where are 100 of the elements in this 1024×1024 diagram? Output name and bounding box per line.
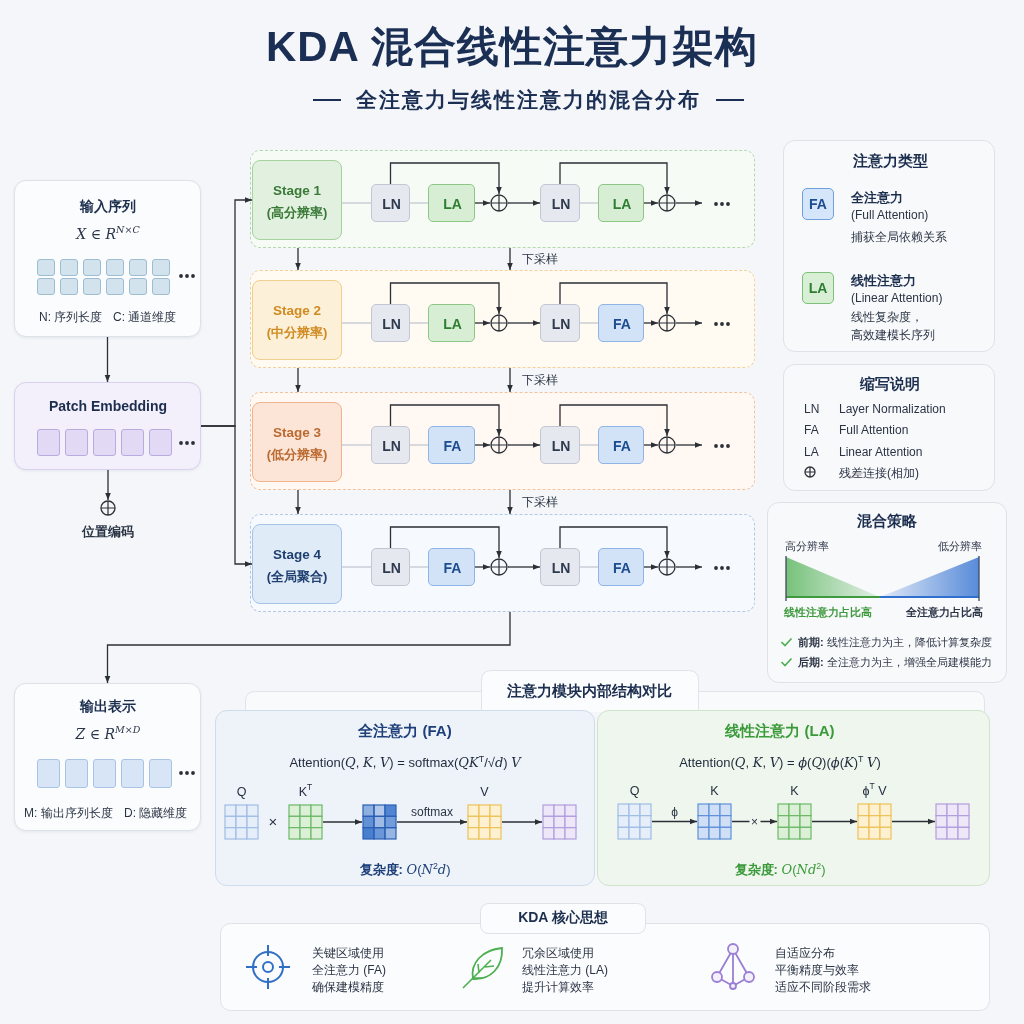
edge-label: 下采样: [520, 372, 560, 388]
stage-subtitle: (高分辨率): [266, 205, 328, 221]
arrow: [474, 200, 491, 206]
type-name: 全注意力: [851, 190, 903, 206]
input-card: [14, 180, 201, 337]
matrix-label: K: [710, 783, 719, 799]
stage-subtitle: (全局聚合): [266, 569, 328, 585]
arrow: [891, 818, 936, 825]
arrow: [507, 489, 513, 515]
matrix-grid: [542, 804, 577, 840]
arrow: [200, 425, 253, 567]
attention-block: [598, 184, 644, 222]
connector-line: [409, 322, 429, 324]
stage-title: Stage 4: [273, 546, 321, 564]
arrow: [507, 564, 541, 570]
connector-line: [579, 322, 599, 324]
block-label: FA: [613, 437, 631, 455]
arrow: [675, 320, 703, 326]
block-label: LN: [551, 437, 571, 455]
idea-text: 确保建模精度: [312, 979, 384, 995]
stage-row-panel: [250, 270, 755, 368]
attention-block: [428, 426, 475, 464]
arrow: [389, 162, 502, 195]
idea-text: 关键区域使用: [312, 945, 384, 961]
panel-title: 缩写说明: [860, 375, 920, 393]
block-label: FA: [443, 559, 462, 577]
plus-circle-icon: [658, 436, 676, 454]
plus-circle-icon: [490, 194, 508, 212]
edge-label: 下采样: [520, 251, 560, 267]
attention-block: [598, 548, 644, 586]
abbreviation: FA: [809, 195, 827, 213]
norm-block: [540, 426, 580, 464]
stage-title: Stage 2: [273, 302, 321, 320]
edge-label: softmax: [409, 804, 455, 819]
arrow: [811, 818, 858, 825]
strategy-panel: [767, 502, 1007, 683]
arrow: [559, 282, 670, 315]
complexity-note: 复杂度: O(N$^{2}$d): [359, 862, 451, 878]
ratio-label: 全注意力占比高: [906, 606, 983, 620]
matrix-label: Q: [236, 784, 247, 800]
page-subtitle: 全注意力与线性注意力的混合分布: [355, 87, 701, 113]
abbreviation-meaning: Linear Attention: [839, 444, 923, 460]
abbreviation: FA: [804, 422, 819, 438]
connector-line: [579, 444, 599, 446]
plus-circle-icon: [490, 436, 508, 454]
arrow: [507, 442, 541, 448]
formula: Attention(Q, K, V) = ϕ(Q)(ϕ(K)$^{T}$ V): [679, 755, 881, 771]
card-title: Patch Embedding: [48, 397, 168, 415]
edge-label: 下采样: [520, 494, 560, 510]
arrow: [643, 200, 659, 206]
attention-block: [428, 184, 475, 222]
arrow: [389, 282, 502, 315]
attention-panel: [597, 710, 990, 886]
plus-circle-icon: [658, 194, 676, 212]
norm-block: [371, 426, 410, 464]
axis-label: 低分辨率: [938, 540, 982, 554]
arrow: [731, 818, 778, 825]
legend-panel: [783, 140, 995, 352]
card-title: 输入序列: [80, 197, 136, 215]
matrix-grid: [935, 803, 970, 840]
type-name-en: (Linear Attention): [851, 290, 943, 306]
idea-text: 适应不同阶段需求: [775, 979, 871, 995]
arrow: [507, 247, 513, 271]
embedding-card: [14, 382, 201, 470]
type-badge: [802, 188, 834, 220]
arrow: [675, 442, 703, 448]
abbreviation: LN: [804, 401, 820, 417]
connector-line: [341, 444, 372, 446]
arrow: [396, 819, 468, 825]
section-title: 注意力模块内部结构对比: [506, 682, 672, 700]
panel-title: 线性注意力 (LA): [725, 722, 835, 740]
block-label: LN: [382, 195, 401, 213]
attention-block: [428, 304, 475, 342]
idea-text: 平衡精度与效率: [775, 962, 859, 978]
strategy-note: 后期: 全注意力为主，增强全局建模能力: [798, 656, 992, 670]
arrow: [389, 526, 502, 559]
arrow: [322, 819, 363, 825]
dimension-note: M: 输出序列长度: [24, 805, 113, 821]
block-label: LN: [551, 195, 571, 213]
connector-line: [409, 202, 429, 204]
stage-box: [252, 524, 342, 604]
type-name: 线性注意力: [851, 273, 916, 289]
stage-row-panel: [250, 150, 755, 248]
card-title: 输出表示: [80, 697, 136, 715]
matrix-label: ϕ$^{T}$ V: [862, 783, 887, 799]
block-label: FA: [613, 315, 631, 333]
arrow: [474, 564, 491, 570]
arrow: [295, 247, 301, 271]
arrow: [651, 818, 698, 825]
arrow: [643, 320, 659, 326]
attention-block: [598, 426, 644, 464]
arrow: [507, 367, 513, 393]
arrow: [507, 320, 541, 326]
type-description: 线性复杂度，: [851, 309, 923, 325]
formula: Z ∈ R$^{M×D}$: [75, 725, 141, 743]
connector-line: [409, 444, 429, 446]
matrix-label: K$^{T}$: [298, 784, 313, 800]
norm-block: [540, 304, 580, 342]
block-label: LN: [382, 437, 401, 455]
abbreviation-meaning: Layer Normalization: [839, 401, 946, 417]
